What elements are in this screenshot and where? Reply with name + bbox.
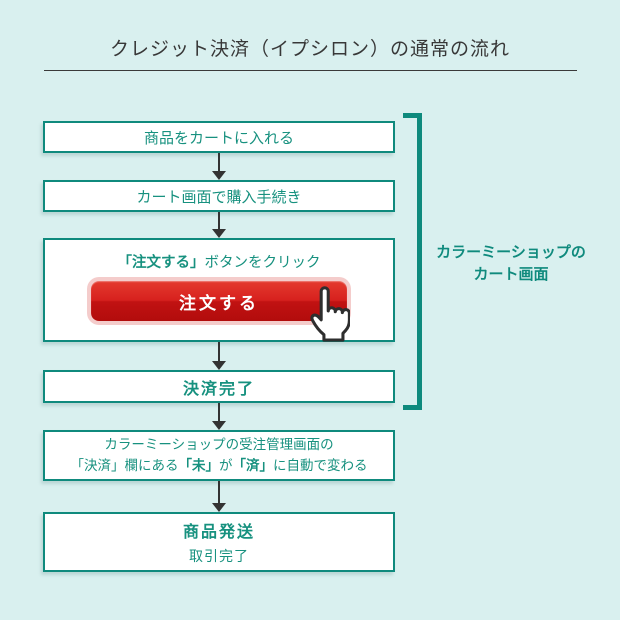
flow-step-click-order: 「注文する」ボタンをクリック 注文する	[43, 238, 395, 342]
flow-step-status-auto-update: カラーミーショップの受注管理画面の 「決済」欄にある「未」が「済」に自動で変わる	[43, 430, 395, 481]
step-line-1: カラーミーショップの受注管理画面の	[104, 436, 334, 453]
page-title: クレジット決済（イプシロン）の通常の流れ	[109, 38, 510, 60]
order-button-label: 注文する	[179, 293, 259, 313]
flow-step-add-to-cart: 商品をカートに入れる	[43, 121, 395, 153]
line2-unpaid-bold: 「未」	[178, 457, 220, 474]
step-subtitle: 取引完了	[189, 549, 249, 565]
down-arrow-icon	[212, 153, 226, 180]
title-divider	[44, 70, 577, 71]
cart-screen-bracket	[403, 113, 422, 410]
cart-screen-bracket-label: カラーミーショップの カート画面	[425, 242, 597, 286]
caption-bold: 「注文する」	[117, 255, 205, 271]
step-caption: 「注文する」ボタンをクリック	[118, 251, 321, 272]
bracket-label-line-2: カート画面	[473, 264, 549, 283]
step-line-2: 「決済」欄にある「未」が「済」に自動で変わる	[71, 456, 368, 477]
flow-step-cart-checkout: カート画面で購入手続き	[43, 180, 395, 212]
down-arrow-icon	[212, 212, 226, 238]
down-arrow-icon	[212, 403, 226, 430]
down-arrow-icon	[212, 481, 226, 512]
step-label: 商品をカートに入れる	[143, 128, 294, 147]
line2-pre: 「決済」欄にある	[70, 457, 179, 474]
step-title: 商品発送	[182, 522, 255, 541]
line2-post: に自動で変わる	[273, 457, 368, 474]
step-label: カート画面で購入手続き	[136, 187, 302, 206]
flow-step-shipping: 商品発送 取引完了	[43, 512, 395, 572]
caption-rest: ボタンをクリック	[204, 255, 321, 271]
flow-step-payment-complete: 決済完了	[43, 370, 395, 403]
bracket-label-line-1: カラーミーショップの	[436, 243, 586, 261]
order-button[interactable]: 注文する	[91, 281, 347, 321]
line2-mid: が	[219, 457, 233, 474]
step-label: 決済完了	[182, 378, 255, 398]
down-arrow-icon	[212, 342, 226, 370]
line2-paid-bold: 「済」	[232, 457, 274, 474]
